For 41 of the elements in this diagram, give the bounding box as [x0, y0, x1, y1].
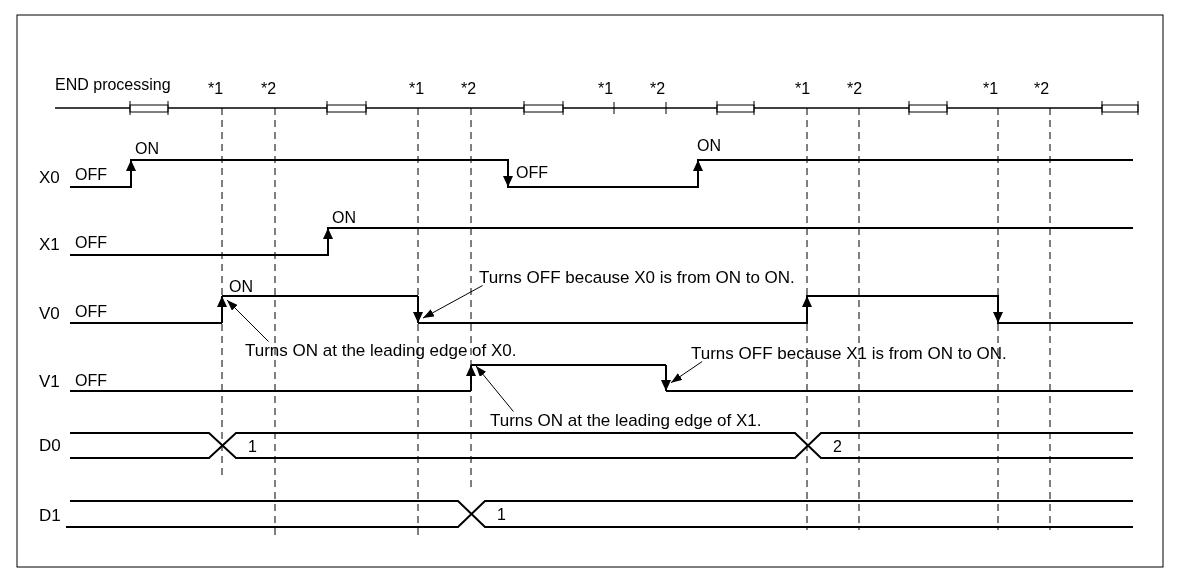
signal-transition [413, 295, 423, 324]
signal-transition [466, 364, 476, 392]
annotation-text: Turns OFF because X1 is from ON to ON. [691, 344, 1007, 362]
signal-state-label: ON [135, 141, 159, 157]
signal-name: D1 [39, 506, 61, 524]
annotation-text: Turns ON at the leading edge of X1. [490, 411, 762, 429]
leader-line [670, 361, 703, 384]
signal-name: X1 [39, 235, 60, 253]
signal-name: X0 [39, 168, 60, 186]
timing-marker-label: *2 [650, 81, 666, 97]
signal-state-label: ON [229, 279, 253, 295]
leader-line [226, 299, 269, 342]
annotation-text: Turns OFF because X0 is from ON to ON. [479, 268, 795, 286]
leader-line [475, 365, 514, 412]
signal-state-label: OFF [75, 167, 107, 183]
timing-marker-label: *2 [1034, 81, 1050, 97]
timing-marker-label: *1 [795, 81, 811, 97]
timing-marker-label: *2 [461, 81, 477, 97]
signal-name: V0 [39, 304, 60, 322]
signal-state-label: OFF [75, 304, 107, 320]
signal-state-label: OFF [516, 165, 548, 181]
end-processing-label: END processing [55, 77, 171, 93]
signal-state-label: ON [332, 210, 356, 226]
signal-name: V1 [39, 372, 60, 390]
timing-marker-label: *1 [983, 81, 999, 97]
signal-state-label: OFF [75, 373, 107, 389]
annotation-text: Turns ON at the leading edge of X0. [245, 341, 517, 359]
leader-line [422, 285, 484, 319]
timing-marker-label: *2 [847, 81, 863, 97]
timing-marker-label: *1 [409, 81, 425, 97]
timing-marker-label: *1 [598, 81, 614, 97]
signal-transition [661, 364, 671, 392]
timing-marker-label: *2 [261, 81, 277, 97]
signal-transition [217, 295, 227, 324]
signal-state-label: OFF [75, 235, 107, 251]
signal-name: D0 [39, 436, 61, 454]
data-value-label: 2 [833, 439, 842, 455]
data-value-label: 1 [497, 507, 506, 523]
timing-marker-label: *1 [208, 81, 224, 97]
signal-state-label: ON [697, 138, 721, 154]
data-value-label: 1 [248, 439, 257, 455]
